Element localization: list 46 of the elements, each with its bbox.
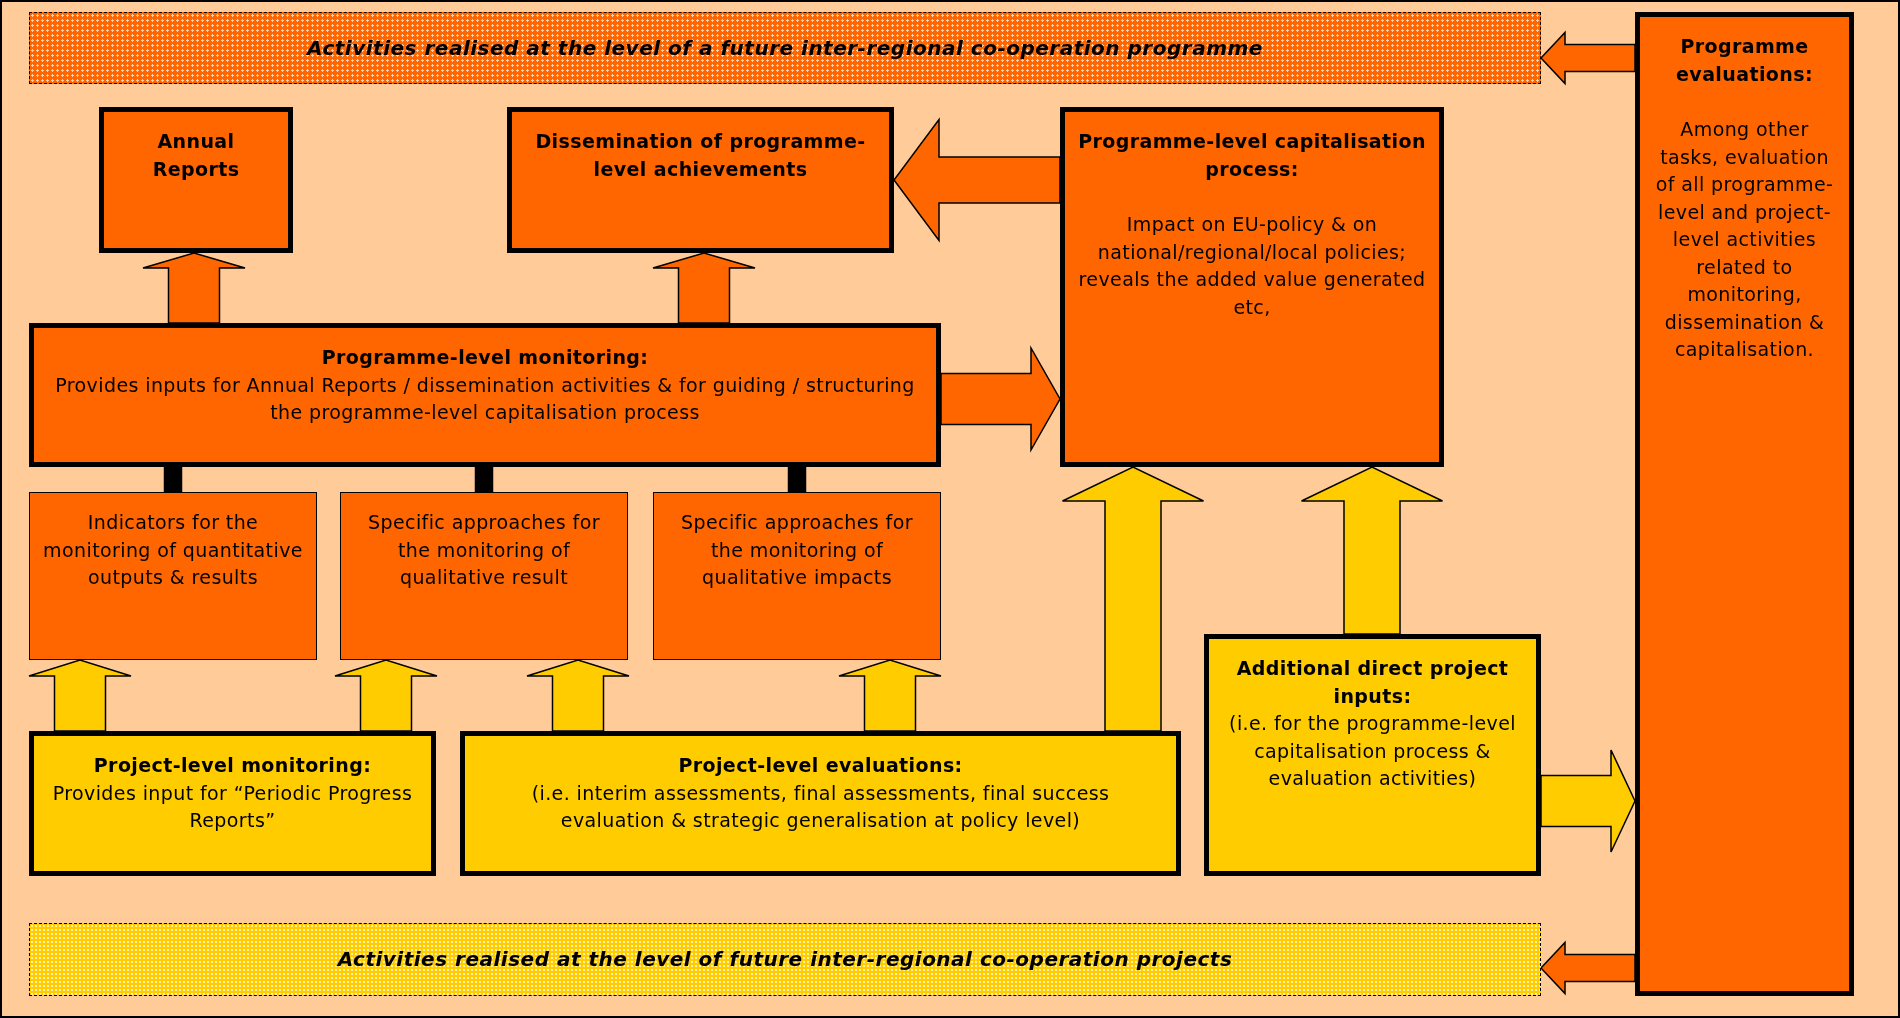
process-box [1060,107,1444,467]
box-heading: Additional direct project inputs: [1235,656,1510,709]
block-arrow [1300,466,1444,635]
process-box [460,731,1181,876]
box-text: Provides inputs for Annual Reports / dissemination activities & for guiding / structuring the programme-level capitalisation process [54,372,916,426]
process-box [1204,634,1541,876]
block-arrow [652,252,756,324]
box-heading: Project-level evaluations: [677,753,964,778]
block-arrow [893,117,1061,243]
process-box [1635,12,1854,996]
block-arrow [940,345,1061,453]
connector-bar [163,466,183,493]
process-box [653,492,941,660]
block-arrow [526,659,630,732]
box-heading: Project-level monitoring: [92,753,373,778]
process-box [99,107,293,253]
block-arrow [838,659,942,732]
connector-bar [787,466,807,493]
box-heading: Programme-level monitoring: [320,345,650,370]
box-text: Indicators for the monitoring of quantitative outputs & results [42,510,304,591]
process-box [507,107,894,253]
block-arrow [1061,466,1205,732]
process-box [340,492,628,660]
box-text: (i.e. interim assessments, final assessments, final success evaluation & strategic generalisation at policy level) [530,780,1111,834]
banner [29,923,1541,996]
block-arrow [1539,30,1636,86]
box-heading: Programme-level capitalisation process: [1077,129,1427,182]
process-box [29,323,941,467]
box-text: (i.e. for the programme-level capitalisation process & evaluation activities) [1228,711,1517,792]
banner-text: Activities realised at the level of future inter-regional co-operation projects [337,946,1233,973]
process-box [29,731,436,876]
box-text: Provides input for “Periodic Progress Reports” [51,780,414,834]
block-arrow [142,252,246,324]
box-text: Specific approaches for the monitoring of qualitative result [367,510,601,591]
box-text: Impact on EU-policy & on national/regional/local policies; reveals the added value generated etc, [1077,212,1427,320]
box-text: Dissemination of programme-level achievements [534,129,867,182]
block-arrow [28,659,132,732]
process-box [29,492,317,660]
box-heading: Programme evaluations: [1675,34,1814,87]
block-arrow [334,659,438,732]
block-arrow [1540,749,1636,853]
block-arrow [1539,940,1636,996]
box-text: Annual Reports [151,129,241,182]
box-text: Among other tasks, evaluation of all programme-level and project-level activities related to monitoring, dissemination & capitalisation. [1654,117,1835,363]
connector-bar [474,466,494,493]
box-text: Specific approaches for the monitoring of qualitative impacts [680,510,914,591]
